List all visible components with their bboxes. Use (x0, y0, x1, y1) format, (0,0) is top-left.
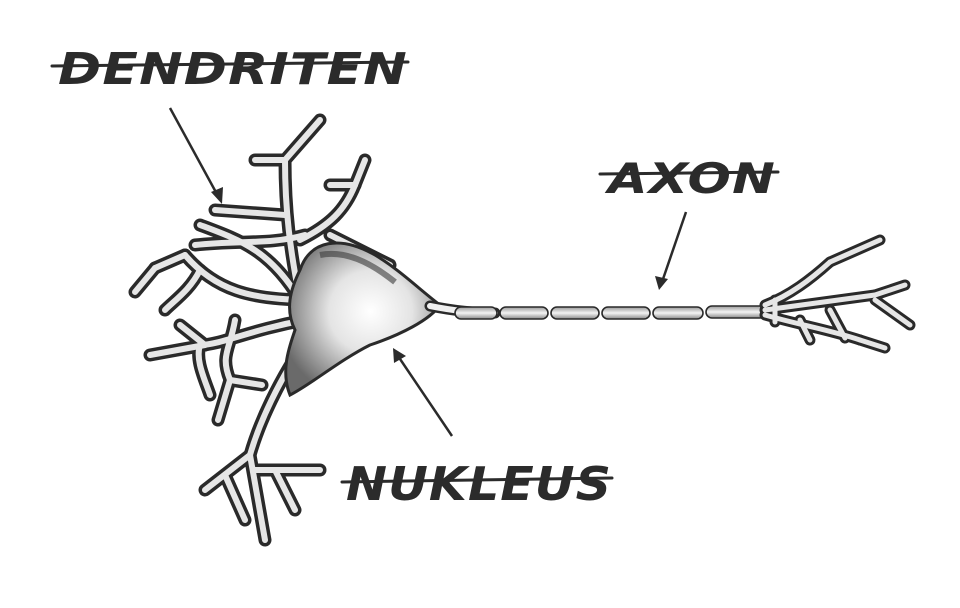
label-dendrites: DENDRITEN (58, 44, 408, 95)
label-nucleus: NUKLEUS (346, 457, 612, 511)
brush-strokes (50, 60, 780, 484)
arrow-dendrites (168, 107, 223, 204)
arrow-axon (655, 211, 688, 290)
arrow-nucleus (393, 348, 454, 437)
soma (284, 241, 443, 398)
axon-terminals (759, 234, 916, 354)
axon (424, 300, 767, 320)
label-axon: AXON (604, 154, 776, 203)
myelin-sheaths (454, 305, 767, 320)
